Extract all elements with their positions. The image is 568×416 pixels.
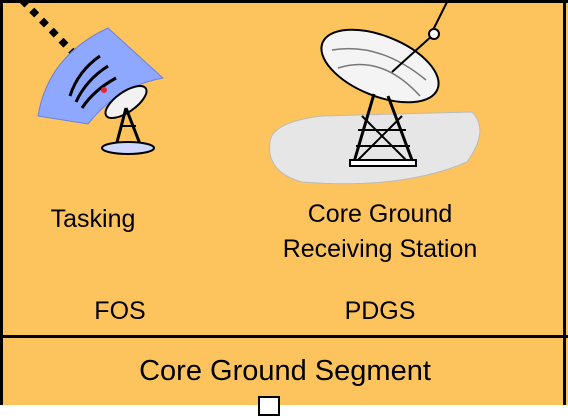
receiving-station-label-line1: Core Ground <box>307 200 453 228</box>
panel-right-border <box>563 0 566 405</box>
signal-fan <box>37 27 165 125</box>
receiving-station-dish-icon <box>269 28 481 185</box>
link-connectors <box>19 0 449 75</box>
bottom-connector-tab <box>258 396 280 416</box>
tasking-label: Tasking <box>50 205 136 233</box>
receiving-station-label-line2: Receiving Station <box>282 235 478 263</box>
tasking-dish-icon <box>37 27 165 155</box>
panel-divider <box>0 335 568 338</box>
panel-top-border <box>0 0 568 3</box>
ground-pad <box>269 111 481 185</box>
solid-link-line <box>432 0 449 31</box>
dish-bowl <box>320 28 440 104</box>
dotted-link-line <box>19 0 95 75</box>
dish-bowl <box>104 84 148 120</box>
segment-title: Core Ground Segment <box>139 355 431 387</box>
panel-left-border <box>0 0 3 405</box>
fos-label: FOS <box>94 297 146 325</box>
pdgs-label: PDGS <box>344 297 416 325</box>
